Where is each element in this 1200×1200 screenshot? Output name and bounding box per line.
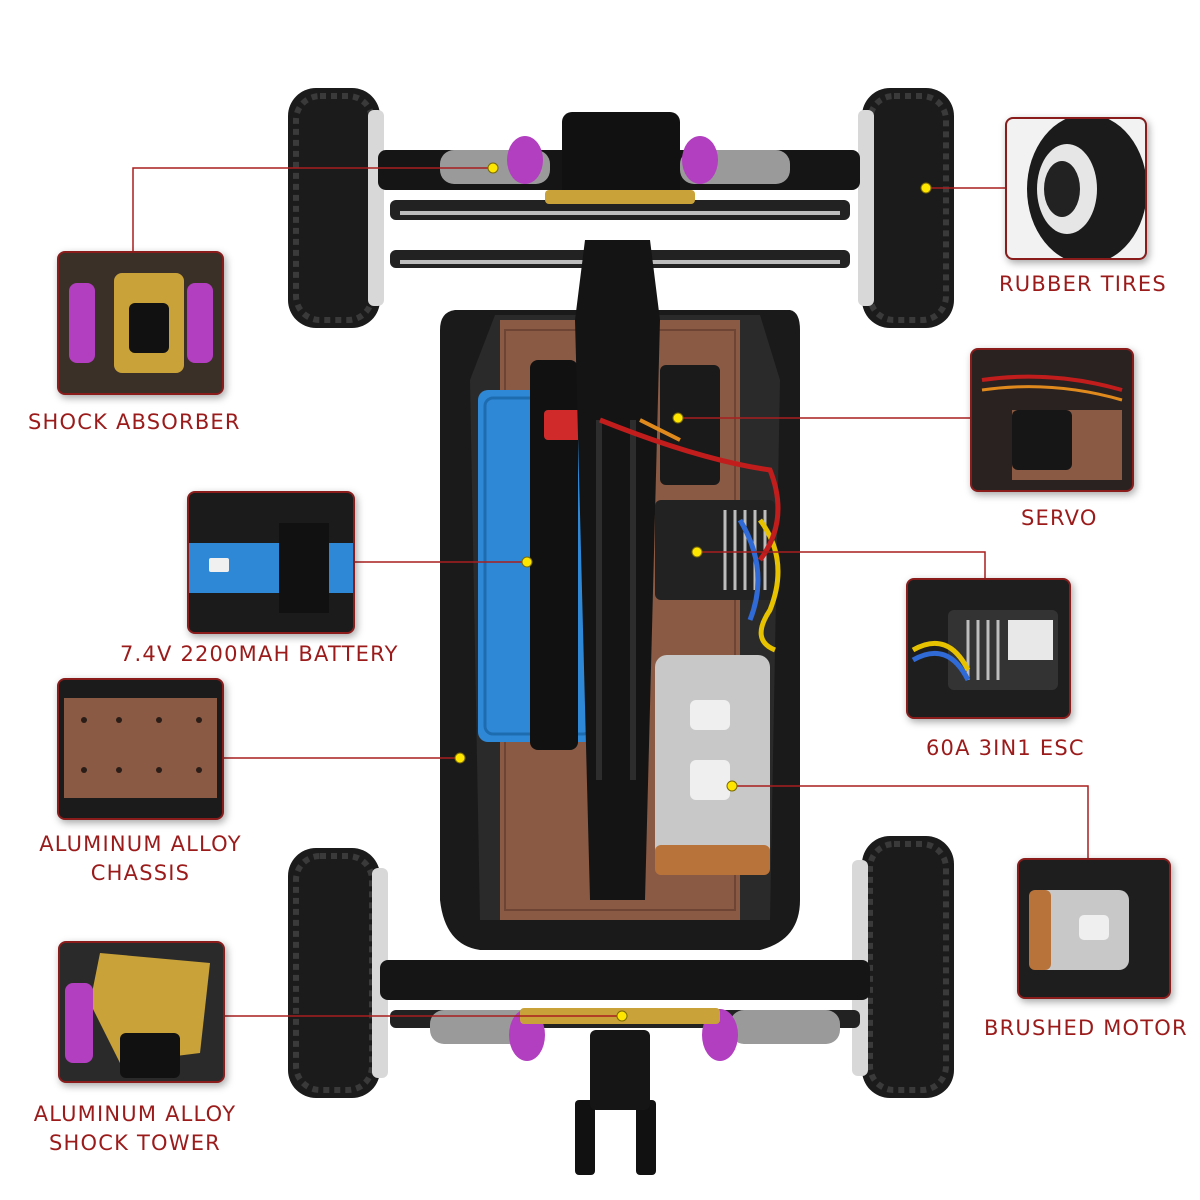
label-chassis-line2: CHASSIS [90, 861, 191, 885]
label-rubber-tires: RUBBER TIRES [999, 272, 1167, 296]
shock-absorber-photo [57, 251, 224, 395]
marker-esc [691, 546, 703, 558]
rear-left-wheel [288, 848, 388, 1098]
marker-shock-absorber [487, 162, 499, 174]
center-spine [575, 240, 660, 900]
marker-shock-tower [616, 1010, 628, 1022]
label-shock-tower-line1: ALUMINUM ALLOY [33, 1102, 237, 1126]
marker-battery [521, 556, 533, 568]
label-chassis-line1: ALUMINUM ALLOY [39, 832, 242, 856]
marker-chassis [454, 752, 466, 764]
esc-photo [906, 578, 1071, 719]
esc-unit [599, 417, 781, 653]
servo-photo [970, 348, 1134, 492]
motor-unit [655, 655, 770, 875]
battery-photo [187, 491, 355, 634]
marker-dots [454, 162, 932, 1022]
callout-lines [132, 167, 1089, 1017]
front-left-wheel [288, 88, 384, 328]
brushed-motor-photo [1017, 858, 1171, 999]
marker-servo [672, 412, 684, 424]
marker-brushed-motor [726, 780, 738, 792]
shock-tower-photo [58, 941, 225, 1083]
callout-line-esc [697, 551, 986, 578]
battery-pack [478, 360, 598, 750]
marker-rubber-tires [920, 182, 932, 194]
label-servo: SERVO [1021, 506, 1098, 530]
label-battery: 7.4V 2200MAH BATTERY [120, 642, 399, 666]
rear-suspension [380, 960, 870, 1175]
front-right-wheel [858, 88, 954, 328]
label-shock-absorber: SHOCK ABSORBER [28, 410, 241, 434]
label-esc: 60A 3IN1 ESC [926, 736, 1085, 760]
label-brushed-motor: BRUSHED MOTOR [984, 1016, 1188, 1040]
label-shock-tower-line2: SHOCK TOWER [49, 1131, 221, 1155]
label-chassis: ALUMINUM ALLOY CHASSIS [28, 830, 253, 888]
rubber-tires-photo [1005, 117, 1147, 260]
chassis-photo [57, 678, 224, 820]
callout-line-shock-absorber [132, 167, 493, 252]
callout-line-brushed-motor [732, 785, 1089, 858]
label-shock-tower: ALUMINUM ALLOY SHOCK TOWER [20, 1100, 250, 1158]
